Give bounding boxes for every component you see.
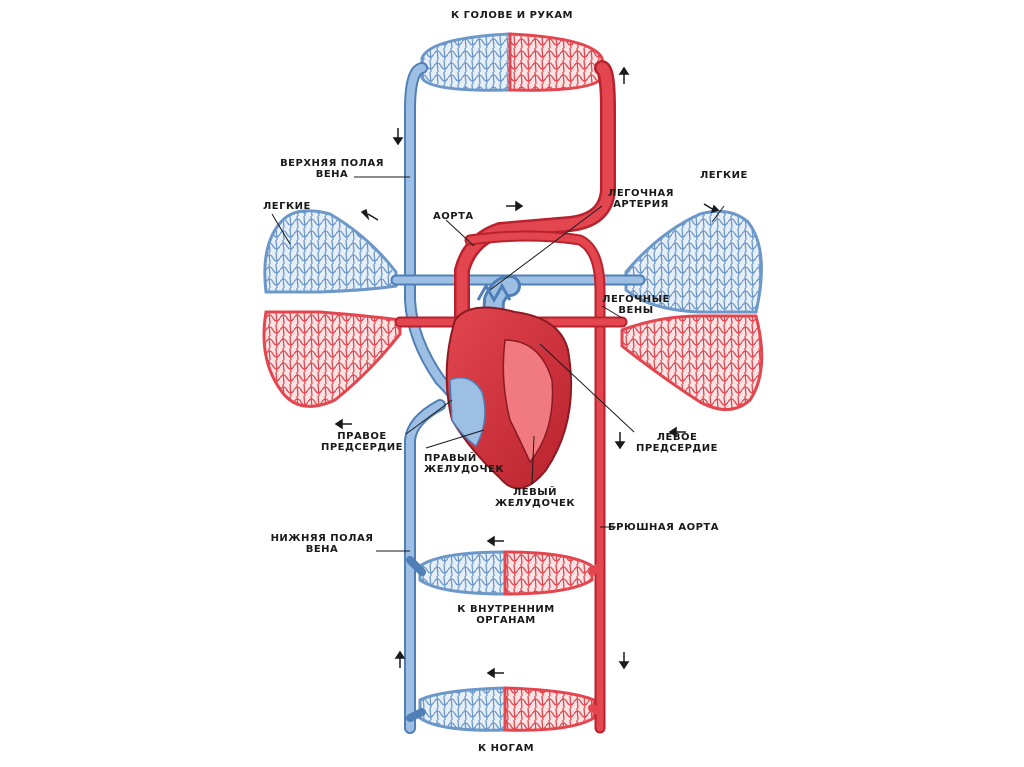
label-line: ВЕРХНЯЯ ПОЛАЯ — [280, 158, 384, 169]
label-line: ВЕНЫ — [618, 305, 654, 316]
label-line: ЛЕГОЧНАЯ — [608, 188, 674, 199]
label-line: ЖЕЛУДОЧЕК — [424, 464, 505, 475]
label-pulmonary-veins: ЛЕГОЧНЫЕ ВЕНЫ — [596, 294, 676, 316]
capillary-internal-organs — [418, 550, 594, 596]
label-line: ПРЕДСЕРДИЕ — [635, 443, 719, 454]
capillary-lung-left — [262, 209, 402, 408]
label-line: ПРАВОЕ — [337, 431, 387, 442]
label-line: ЛЕВЫЙ — [513, 487, 557, 498]
label-line: НИЖНЯЯ ПОЛАЯ — [270, 533, 374, 544]
label-line: ОРГАНАМ — [476, 615, 536, 626]
arterial-vessels — [394, 60, 628, 734]
capillary-lung-right — [620, 209, 764, 411]
label-line: ПРЕДСЕРДИЕ — [320, 442, 404, 453]
label-line: ПРАВЫЙ — [424, 453, 477, 464]
capillary-head-arms — [420, 32, 604, 92]
label-line: ЖЕЛУДОЧЕК — [494, 498, 576, 509]
arrow-upleft-icon — [360, 208, 379, 221]
arrow-up-icon — [618, 66, 630, 84]
heart — [445, 282, 573, 490]
label-line: АРТЕРИЯ — [613, 199, 669, 210]
arrow-down-icon — [392, 128, 404, 146]
label-right-atrium: ПРАВОЕ ПРЕДСЕРДИЕ — [312, 431, 412, 453]
leader-lines — [271, 176, 725, 552]
arrow-down-icon — [618, 652, 630, 670]
label-internal-organs: К ВНУТРЕННИМ ОРГАНАМ — [446, 604, 566, 626]
arrow-downright-icon — [703, 203, 720, 214]
arrow-left-icon — [486, 667, 504, 679]
arrow-up-icon — [394, 650, 406, 668]
label-left-atrium: ЛЕВОЕ ПРЕДСЕРДИЕ — [627, 432, 727, 454]
label-line: ЛЕГОЧНЫЕ — [602, 294, 670, 305]
label-legs: К НОГАМ — [477, 743, 535, 754]
arrow-down-icon — [614, 432, 626, 450]
capillary-legs — [418, 686, 596, 732]
arrow-left-icon — [486, 535, 504, 547]
label-line: ВЕНА — [305, 544, 339, 555]
arrow-left-icon — [334, 418, 352, 430]
label-abdominal-aorta: БРЮШНАЯ АОРТА — [608, 522, 719, 533]
label-line: ЛЕВОЕ — [656, 432, 698, 443]
label-line: К ВНУТРЕННИМ — [457, 604, 555, 615]
flow-arrows — [334, 66, 720, 679]
label-lungs-right: ЛЕГКИЕ — [700, 170, 748, 181]
label-inferior-vena-cava: НИЖНЯЯ ПОЛАЯ ВЕНА — [262, 533, 382, 555]
label-head-arms: К ГОЛОВЕ И РУКАМ — [450, 10, 574, 21]
label-pulmonary-artery: ЛЕГОЧНАЯ АРТЕРИЯ — [596, 188, 686, 210]
label-right-ventricle: ПРАВЫЙ ЖЕЛУДОЧЕК — [424, 453, 504, 475]
arrow-right-icon — [506, 200, 524, 212]
label-aorta: АОРТА — [433, 211, 474, 222]
arrow-left-icon — [668, 426, 686, 438]
label-superior-vena-cava: ВЕРХНЯЯ ПОЛАЯ ВЕНА — [272, 158, 392, 180]
label-lungs-left: ЛЕГКИЕ — [263, 201, 311, 212]
label-line: ВЕНА — [315, 169, 349, 180]
label-left-ventricle: ЛЕВЫЙ ЖЕЛУДОЧЕК — [490, 487, 580, 509]
